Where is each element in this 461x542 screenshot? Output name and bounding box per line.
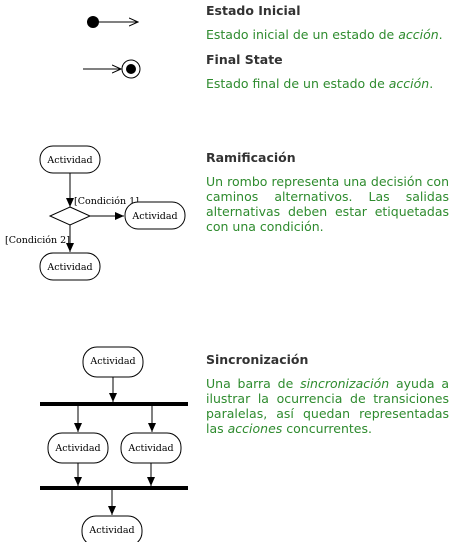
branching-diagram: Actividad [Condición 1] Actividad [Condi… (5, 145, 186, 281)
final-state-title: Final State (206, 52, 283, 67)
emphasized-term: sincronización (300, 376, 390, 391)
final-state-description: Estado final de un estado de acción. (206, 76, 434, 91)
activity-node-bottom (81, 515, 143, 542)
join-bar (40, 486, 188, 490)
activity-label: Actividad (54, 443, 100, 454)
condition-1-label: [Condición 1] (74, 196, 139, 207)
activity-label: Actividad (127, 443, 173, 454)
initial-state-symbol (87, 16, 138, 28)
synchronization-diagram: Actividad Actividad Actividad Actividad (40, 346, 188, 542)
initial-state-title: Estado Inicial (206, 3, 301, 18)
condition-2-label: [Condición 2] (5, 235, 70, 246)
activity-label: Actividad (131, 211, 177, 222)
activity-node-bottom (39, 252, 101, 281)
initial-state-dot (87, 16, 99, 28)
branching-title: Ramificación (206, 150, 296, 165)
activity-label: Actividad (88, 525, 134, 536)
initial-state-description: Estado inicial de un estado de acción. (206, 27, 443, 42)
activity-label: Actividad (89, 356, 135, 367)
final-state-symbol (83, 59, 141, 79)
activity-label: Actividad (46, 262, 92, 273)
activity-node-right (124, 201, 186, 230)
emphasized-term: acción (388, 76, 430, 91)
fork-bar (40, 402, 188, 406)
final-state-dot (126, 64, 136, 74)
activity-label: Actividad (46, 155, 92, 166)
synchronization-title: Sincronización (206, 352, 309, 367)
emphasized-term: acción (398, 27, 439, 42)
synchronization-description: Una barra de sincronización ayuda a ilus… (206, 376, 449, 436)
decision-diamond (48, 206, 92, 226)
branching-description: Un rombo representa una decisión con cam… (206, 174, 449, 234)
emphasized-term: acciones (227, 421, 283, 436)
